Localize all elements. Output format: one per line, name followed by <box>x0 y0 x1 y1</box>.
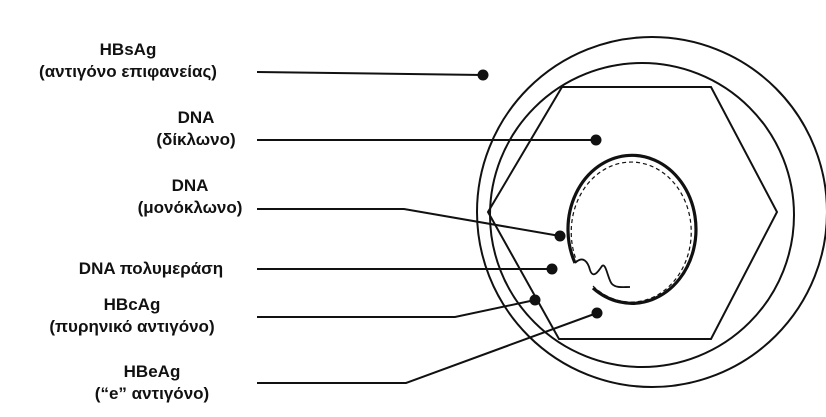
leader-line-hbeag <box>257 313 597 383</box>
label-dna-ss-line-2: (μονόκλωνο) <box>125 197 255 219</box>
dna-double-strand-arc-inner <box>571 162 691 302</box>
label-hbcag-line-1: HBcAg <box>12 294 252 316</box>
marker-dot-hbcag <box>530 295 541 306</box>
label-hbeag: HBeAg (“e” αντιγόνο) <box>62 361 242 405</box>
label-hbcag: HBcAg (πυρηνικό αντιγόνο) <box>12 294 252 338</box>
label-dna-ss-line-1: DNA <box>125 175 255 197</box>
label-dna-ds-line-2: (δίκλωνο) <box>142 129 250 151</box>
label-dna-ds-line-1: DNA <box>142 107 250 129</box>
leader-line-dna-ss <box>257 209 560 236</box>
marker-dot-polymerase <box>547 264 558 275</box>
label-hbsag-line-1: HBsAg <box>2 39 254 61</box>
label-dna-single-strand: DNA (μονόκλωνο) <box>125 175 255 219</box>
label-dna-polymerase: DNA πολυμεράση <box>50 258 252 280</box>
leader-line-hbsag <box>257 72 483 75</box>
marker-dot-dna-ss <box>555 231 566 242</box>
leader-line-hbcag <box>257 300 535 317</box>
marker-dot-dna-ds <box>591 135 602 146</box>
marker-dot-hbsag <box>478 70 489 81</box>
core-circle <box>490 63 794 367</box>
marker-dot-hbeag <box>592 308 603 319</box>
dna-single-strand <box>575 259 630 287</box>
label-hbeag-line-2: (“e” αντιγόνο) <box>62 383 242 405</box>
dna-double-strand-arc <box>568 155 696 303</box>
label-hbeag-line-1: HBeAg <box>62 361 242 383</box>
label-polymerase-line-1: DNA πολυμεράση <box>50 258 252 280</box>
label-dna-double-strand: DNA (δίκλωνο) <box>142 107 250 151</box>
label-hbcag-line-2: (πυρηνικό αντιγόνο) <box>12 316 252 338</box>
label-hbsag-line-2: (αντιγόνο επιφανείας) <box>2 61 254 83</box>
outer-envelope-circle <box>477 37 826 387</box>
label-hbsag: HBsAg (αντιγόνο επιφανείας) <box>2 39 254 83</box>
